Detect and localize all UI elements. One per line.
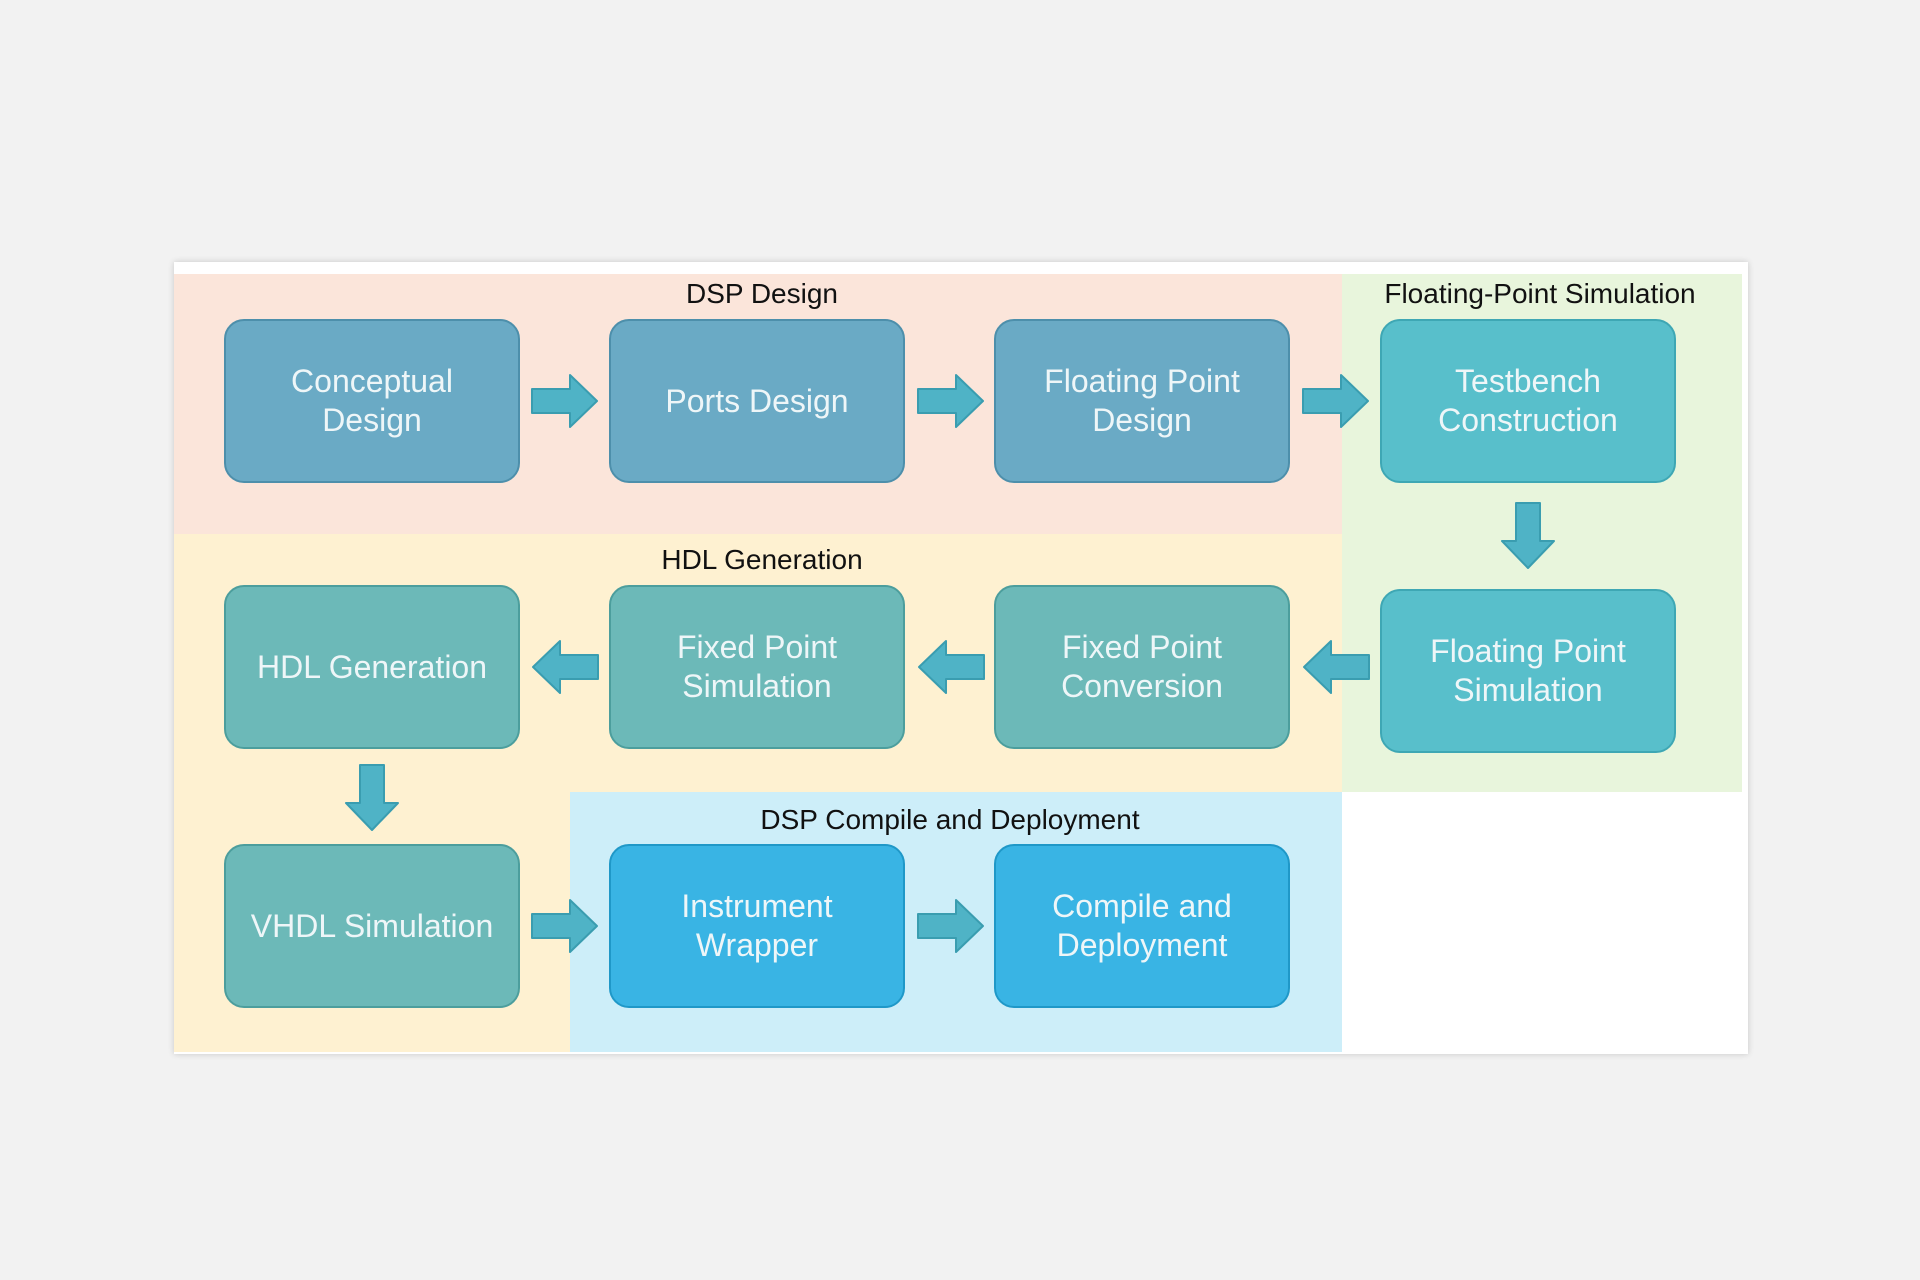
instrument-wrapper-node: Instrument Wrapper xyxy=(609,844,905,1008)
fixed-point-simulation-node: Fixed Point Simulation xyxy=(609,585,905,749)
floating-point-simulation-label: Floating Point Simulation xyxy=(1430,633,1626,708)
floating-point-design-node: Floating Point Design xyxy=(994,319,1290,483)
testbench-construction-label: Testbench Construction xyxy=(1438,363,1618,438)
arrow-conceptual-to-ports xyxy=(531,374,598,428)
conceptual-design-node: Conceptual Design xyxy=(224,319,520,483)
arrow-vhdl-sim-to-instrument-wrapper xyxy=(531,899,598,953)
floating-point-simulation-title: Floating-Point Simulation xyxy=(1384,278,1696,309)
compile-deployment-node: Compile and Deployment xyxy=(994,844,1290,1008)
arrow-hdl-generation-to-vhdl-sim xyxy=(345,764,399,831)
floating-point-design-label: Floating Point Design xyxy=(1044,363,1240,438)
ports-design-node: Ports Design xyxy=(609,319,905,483)
compile-deployment-title: DSP Compile and Deployment xyxy=(760,804,1140,835)
arrow-fixed-sim-to-hdl-generation xyxy=(532,640,599,694)
arrow-floating-sim-to-fixed-conversion xyxy=(1303,640,1370,694)
testbench-construction-node: Testbench Construction xyxy=(1380,319,1676,483)
compile-deployment-label: Compile and Deployment xyxy=(1052,888,1232,963)
fixed-point-conversion-node: Fixed Point Conversion xyxy=(994,585,1290,749)
arrow-instrument-wrapper-to-compile xyxy=(917,899,984,953)
hdl-generation-title: HDL Generation xyxy=(661,544,863,575)
arrow-floating-design-to-testbench xyxy=(1302,374,1369,428)
fixed-point-simulation-label: Fixed Point Simulation xyxy=(676,629,838,704)
instrument-wrapper-label: Instrument Wrapper xyxy=(681,888,833,963)
arrow-testbench-to-floating-sim xyxy=(1501,502,1555,569)
conceptual-design-label: Conceptual Design xyxy=(291,363,453,438)
hdl-generation-node: HDL Generation xyxy=(224,585,520,749)
vhdl-simulation-node: VHDL Simulation xyxy=(224,844,520,1008)
dsp-design-title: DSP Design xyxy=(685,278,838,309)
vhdl-simulation-label: VHDL Simulation xyxy=(250,907,494,944)
arrow-ports-to-floating-design xyxy=(917,374,984,428)
arrow-fixed-conversion-to-fixed-sim xyxy=(918,640,985,694)
fixed-point-conversion-label: Fixed Point Conversion xyxy=(1061,629,1223,704)
floating-point-simulation-node: Floating Point Simulation xyxy=(1380,589,1676,753)
ports-design-label: Ports Design xyxy=(665,382,849,419)
hdl-generation-label: HDL Generation xyxy=(256,648,488,685)
